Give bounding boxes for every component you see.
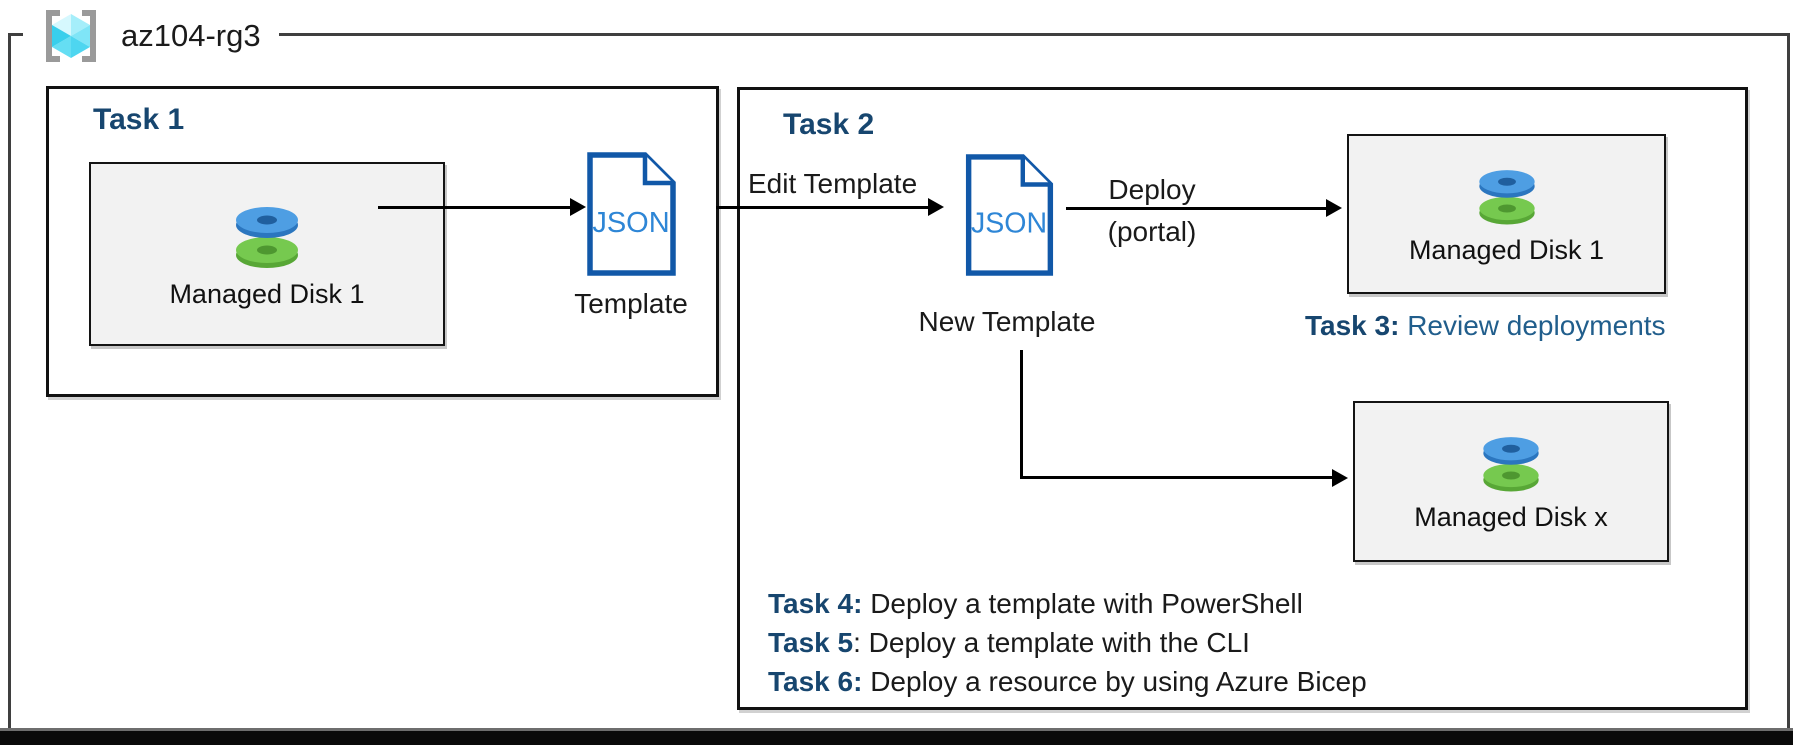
managed-disk-1-deployed-label: Managed Disk 1 [1408, 234, 1605, 265]
task2-title: Task 2 [783, 108, 875, 141]
managed-disk-1-deployed-box: Managed Disk 1 [1347, 134, 1666, 294]
task6-prefix: Task 6: [768, 666, 863, 697]
managed-disk-x-label: Managed Disk x [1414, 502, 1608, 532]
resource-group-icon [41, 8, 101, 64]
managed-disk-icon [1481, 430, 1541, 496]
task3-prefix: Task 3: [1305, 310, 1400, 341]
task-list: Task 4: Deploy a template with PowerShel… [768, 584, 1367, 701]
task5-text: : Deploy a template with the CLI [853, 627, 1250, 658]
managed-disk-1-source-label: Managed Disk 1 [169, 278, 365, 309]
task4-line: Task 4: Deploy a template with PowerShel… [768, 584, 1367, 623]
managed-disk-icon [234, 199, 300, 273]
arrowhead-elbow [1332, 469, 1348, 487]
template-caption: Template [574, 288, 688, 319]
arrow-disk-to-template [378, 206, 571, 209]
task5-prefix: Task 5 [768, 627, 854, 658]
resource-group-legend: az104-rg3 [23, 6, 279, 66]
edit-template-label: Edit Template [748, 168, 918, 199]
managed-disk-x-box: Managed Disk x [1353, 401, 1669, 562]
deploy-label: Deploy [1108, 174, 1196, 205]
arrowhead-deploy [1326, 199, 1342, 217]
managed-disk-1-source-box: Managed Disk 1 [89, 162, 445, 346]
json-template-icon: JSON [585, 150, 678, 283]
bottom-window-strip [0, 728, 1793, 745]
deploy-portal-label: (portal) [1107, 216, 1197, 247]
json-text-1: JSON [592, 207, 669, 239]
task4-prefix: Task 4: [768, 588, 863, 619]
elbow-connector-vertical [1020, 350, 1023, 479]
new-template-caption: New Template [918, 306, 1096, 337]
json-text-2: JSON [971, 208, 1047, 240]
arrowhead-disk-to-template [570, 198, 586, 216]
task5-line: Task 5: Deploy a template with the CLI [768, 623, 1367, 662]
task3-text: Review deployments [1399, 310, 1666, 341]
elbow-connector-horizontal [1020, 476, 1333, 479]
task6-text: Deploy a resource by using Azure Bicep [862, 666, 1367, 697]
resource-group-name: az104-rg3 [121, 18, 261, 53]
task1-title: Task 1 [93, 103, 185, 136]
arrowhead-edit-template [928, 198, 944, 216]
task4-text: Deploy a template with PowerShell [862, 588, 1303, 619]
json-new-template-icon: JSON [962, 152, 1057, 283]
arrow-deploy [1066, 207, 1327, 210]
managed-disk-icon [1477, 163, 1537, 229]
task3-line: Task 3: Review deployments [1305, 310, 1666, 342]
arrow-edit-template [716, 206, 929, 209]
task6-line: Task 6: Deploy a resource by using Azure… [768, 662, 1367, 701]
